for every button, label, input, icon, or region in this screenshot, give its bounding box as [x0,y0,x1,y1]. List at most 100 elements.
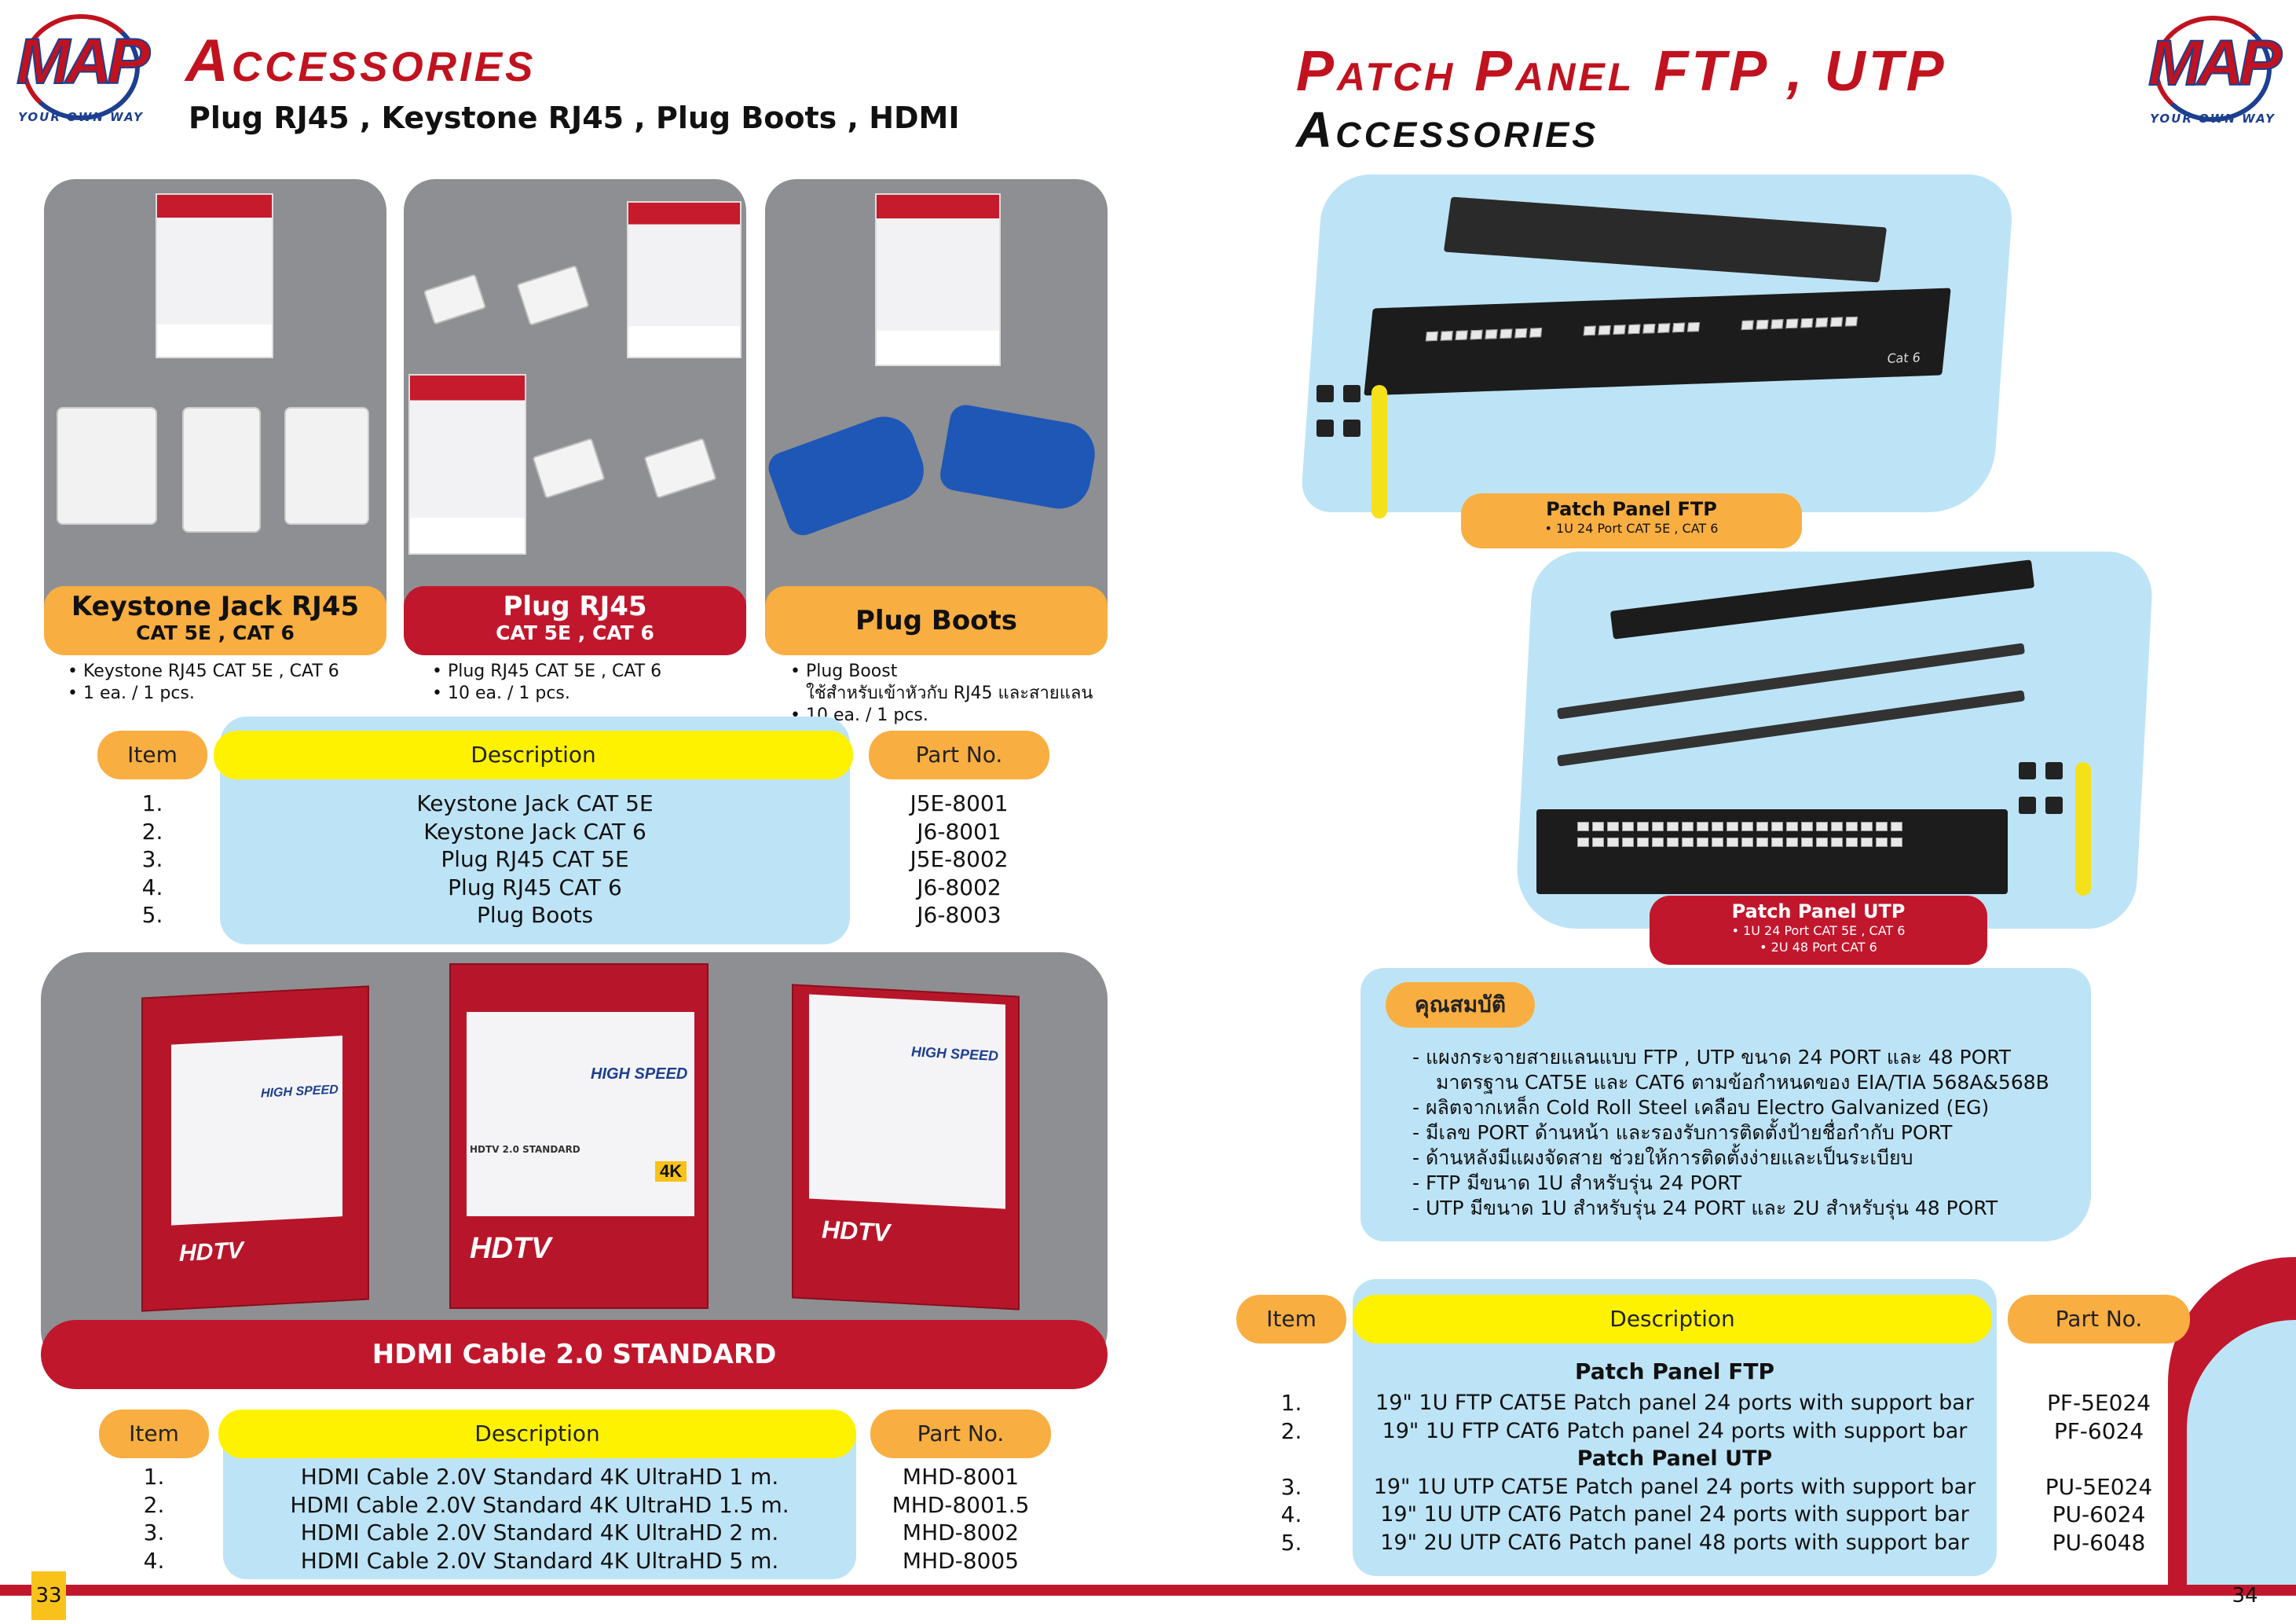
right-table-descriptions: 19" 1U FTP CAT5E Patch panel 24 ports wi… [1345,1389,2005,1556]
feature-item: มาตรฐาน CAT5E และ CAT6 ตามข้อกำหนดของ EI… [1436,1071,2049,1094]
keystone-bag-image [156,193,273,358]
plug-boot-image [937,402,1100,514]
table-cell: J5E-8001 [910,790,1009,816]
feature-item: - มีเลข PORT ด้านหน้า และรองรับการติดตั้… [1412,1121,1953,1144]
plug-boot-image [765,408,933,540]
plug-boots-label: Plug Boots [765,586,1108,655]
hdmi-box-image: HIGH SPEED HDTV 2.0 STANDARD 4K HDTV [449,963,709,1309]
plug-rj45-bullets: • Plug RJ45 CAT 5E , CAT 6 • 10 ea. / 1 … [432,661,661,705]
plug-rj45-card [404,179,746,651]
table-cell: Keystone Jack CAT 5E [416,790,654,816]
table-cell: HDMI Cable 2.0V Standard 4K UltraHD 1 m. [300,1464,779,1490]
table-cell: 1. [143,1464,165,1490]
boots-bag-image [875,193,1001,366]
hdmi-banner: HDMI Cable 2.0 STANDARD [41,1320,1108,1389]
feature-item: - แผงกระจายสายแลนแบบ FTP , UTP ขนาด 24 P… [1412,1046,2012,1069]
keystone-sub: CAT 5E , CAT 6 [136,621,295,644]
feature-item: - ด้านหลังมีแผงจัดสาย ช่วยให้การติดตั้งง… [1412,1146,1913,1169]
table-cell: 4. [143,1547,165,1574]
rj45-plug-image [532,438,606,499]
table-cell: MHD-8005 [902,1547,1020,1574]
keystone-jack-image [182,407,261,533]
table1-header-description: Description [214,731,853,779]
map-logo-left: MAP YOUR OWN WAY [11,8,151,126]
bullet: • Plug Boost [790,662,898,681]
table-cell: PF-5E024 [2046,1390,2151,1416]
table2-descriptions: HDMI Cable 2.0V Standard 4K UltraHD 1 m.… [223,1463,856,1575]
bullet: • Plug RJ45 CAT 5E , CAT 6 [432,662,662,681]
table-cell: PF-6024 [2053,1417,2144,1444]
feature-item: - UTP มีขนาด 1U สำหรับรุ่น 24 PORT และ 2… [1412,1197,1998,1219]
bullet: ใช้สำหรับเข้าหัวกับ RJ45 และสายแลน [806,684,1093,703]
rj45-plug-image [423,273,487,325]
hdmi-box-image: HIGH SPEED HDTV [141,985,369,1312]
table-cell: Plug RJ45 CAT 5E [441,846,629,872]
table-cell: 5. [141,902,163,928]
plug-bag-image [627,201,742,358]
hdmi-card: HIGH SPEED HDTV HIGH SPEED HDTV 2.0 STAN… [41,952,1108,1377]
page-title-left: Accessories [185,27,536,94]
plug-boots-card [765,179,1108,651]
table-cell: Keystone Jack CAT 6 [423,818,646,845]
map-logo-right: MAP YOUR OWN WAY [2143,9,2283,127]
table2-parts: MHD-8001 MHD-8001.5 MHD-8002 MHD-8005 [870,1463,1051,1575]
table-cell: Plug RJ45 CAT 6 [448,874,622,900]
table-cell: J5E-8002 [910,846,1009,872]
table-cell: 19" 1U FTP CAT6 Patch panel 24 ports wit… [1382,1418,1968,1443]
bullet: • 1 ea. / 1 pcs. [68,684,195,703]
table-cell: J6-8001 [917,818,1002,845]
table-cell: 1. [141,790,163,816]
rj45-plug-image [516,265,590,326]
table-cell: 19" 1U FTP CAT5E Patch panel 24 ports wi… [1375,1391,1974,1415]
table1-parts: J5E-8001 J6-8001 J5E-8002 J6-8002 J6-800… [869,790,1049,929]
bullet: • Keystone RJ45 CAT 5E , CAT 6 [68,662,339,681]
table-cell: PU-5E024 [2045,1473,2153,1500]
plug-bag-image [408,374,526,555]
table2-header-partno: Part No. [870,1410,1051,1458]
plug-rj45-name: Plug RJ45 [503,591,647,622]
table-cell: HDMI Cable 2.0V Standard 4K UltraHD 2 m. [300,1520,779,1545]
table1-header-partno: Part No. [869,731,1049,779]
table-cell: 19" 1U UTP CAT5E Patch panel 24 ports wi… [1373,1474,1976,1499]
table-cell: 19" 1U UTP CAT6 Patch panel 24 ports wit… [1380,1502,1969,1527]
table-cell: MHD-8002 [902,1520,1020,1545]
ftp-bullet: • 1U 24 Port CAT 5E , CAT 6 [1544,521,1719,536]
page-subtitle-left: Plug RJ45 , Keystone RJ45 , Plug Boots ,… [189,101,960,135]
table-cell: HDMI Cable 2.0V Standard 4K UltraHD 5 m. [300,1547,779,1574]
table1-descriptions: Keystone Jack CAT 5E Keystone Jack CAT 6… [220,790,850,929]
hdmi-box-image: HIGH SPEED HDTV [792,984,1020,1311]
logo-text: MAP [2148,27,2283,100]
table-cell: 2. [141,818,163,845]
box-4k: 4K [655,1161,687,1182]
utp-label: Patch Panel UTP • 1U 24 Port CAT 5E , CA… [1650,896,1987,965]
table1-items: 1. 2. 3. 4. 5. [97,790,207,929]
box-hdtv: HDTV [179,1237,244,1267]
right-table-group-ftp: Patch Panel FTP [1574,1358,1774,1384]
page-subtitle-right: Accessories [1296,101,1599,158]
plug-boots-name: Plug Boots [855,605,1018,636]
logo-tagline: YOUR OWN WAY [18,110,144,124]
table-cell: 19" 2U UTP CAT6 Patch panel 48 ports wit… [1380,1530,1969,1555]
screws-tool-image [1316,385,1403,519]
footer-bar [0,1585,2296,1596]
right-table-header-partno: Part No. [2008,1295,2190,1344]
utp-2u-panel-image [1536,809,2008,894]
right-table-items: 1. 2. 3. 4. 5. [1236,1389,1346,1556]
ftp-name: Patch Panel FTP [1546,498,1717,520]
page-number-left: 33 [31,1571,66,1620]
right-table-group-utp: Patch Panel UTP [1576,1446,1773,1471]
table2-items: 1. 2. 3. 4. [99,1463,209,1575]
ftp-cat6-label: Cat 6 [1886,350,1921,366]
screws-tool-image [2019,762,2105,896]
plug-rj45-label: Plug RJ45 CAT 5E , CAT 6 [404,586,746,655]
table-cell: PU-6024 [2052,1501,2146,1527]
table-cell: 3. [141,846,163,872]
page-number-right: 34 [2232,1584,2258,1608]
logo-ring-icon [22,14,140,120]
features-title: คุณสมบัติ [1386,982,1535,1028]
table-cell: 4. [1280,1501,1302,1527]
rj45-plug-image [643,438,717,499]
table-cell: 1. [1280,1390,1302,1416]
table-cell: Plug Boots [476,902,594,928]
table-cell: PU-6048 [2052,1529,2146,1556]
